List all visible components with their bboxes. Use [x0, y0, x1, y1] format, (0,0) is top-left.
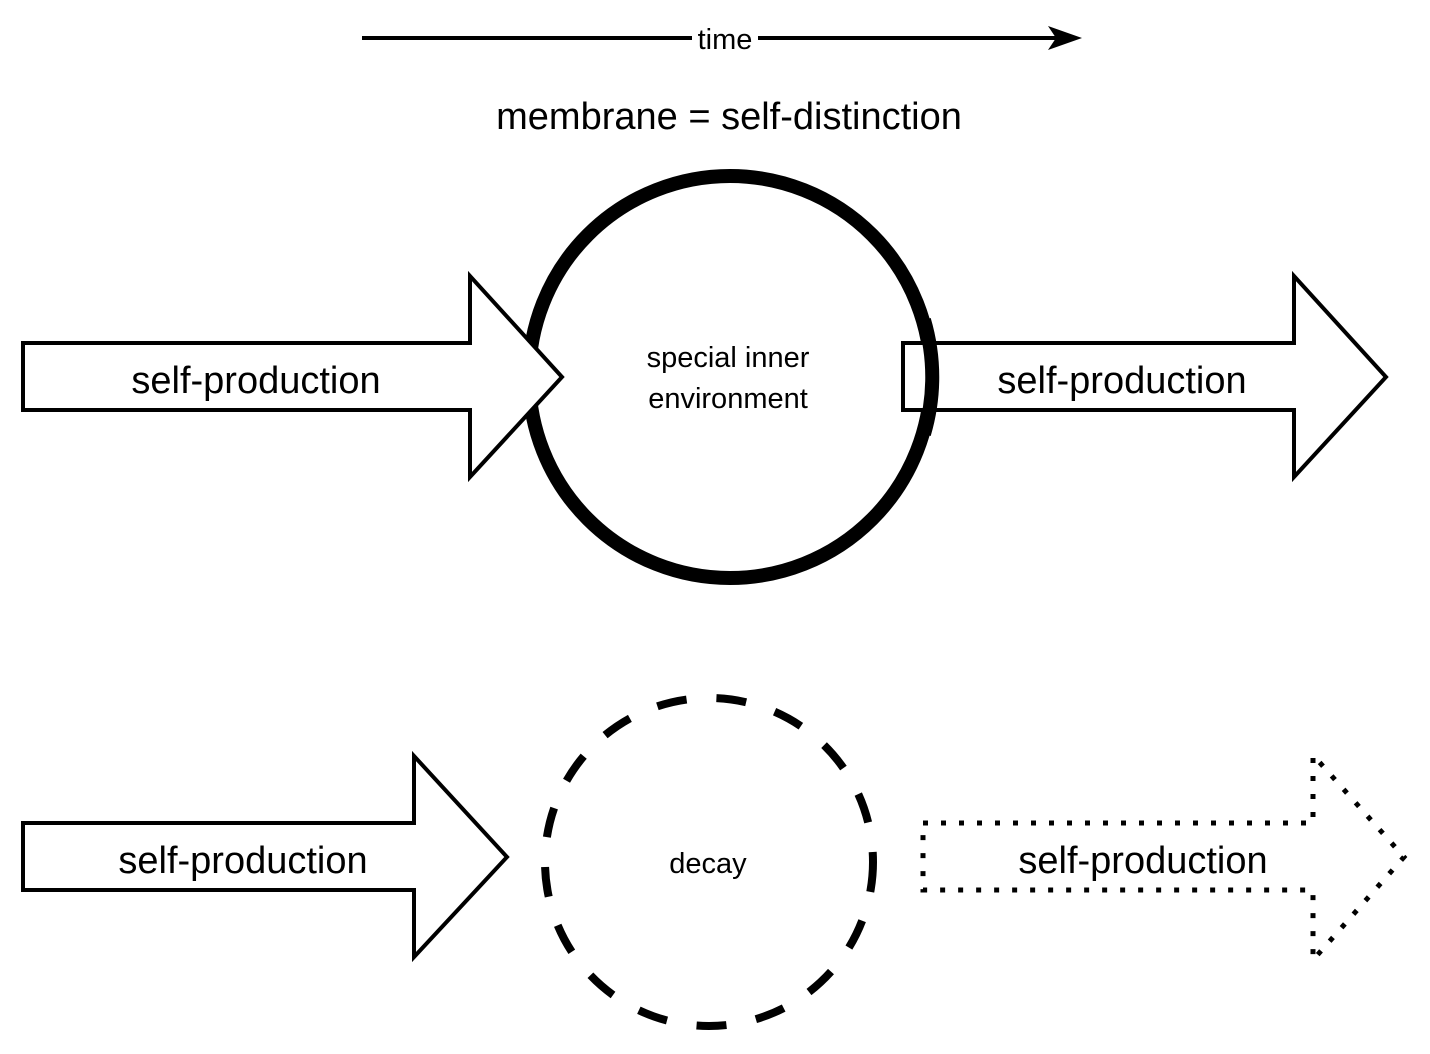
top-right-arrow [901, 270, 1389, 483]
diagram-title: membrane = self-distinction [496, 96, 962, 138]
bottom-right-arrow-label: self-production [1018, 840, 1267, 882]
top-left-arrow [21, 270, 565, 483]
membrane-circle [522, 169, 938, 585]
time-label: time [698, 24, 753, 56]
top-row: self-production self-production special … [21, 169, 1389, 585]
top-right-arrow-label: self-production [997, 360, 1246, 402]
time-axis-arrowhead-icon [1048, 26, 1082, 50]
bottom-row: self-production decay self-production [21, 694, 1408, 1030]
time-label-background [692, 24, 758, 54]
membrane-circle-overlap [917, 318, 940, 436]
bottom-left-arrow [21, 750, 510, 963]
time-axis: time [362, 24, 1082, 56]
right-arrow-left-edge [901, 341, 905, 412]
membrane-label-line1: special inner [647, 342, 810, 374]
membrane-label-line2: environment [648, 383, 808, 415]
top-left-arrow-label: self-production [131, 360, 380, 402]
decay-circle [541, 694, 877, 1030]
decay-label: decay [669, 848, 747, 880]
bottom-left-arrow-label: self-production [118, 840, 367, 882]
